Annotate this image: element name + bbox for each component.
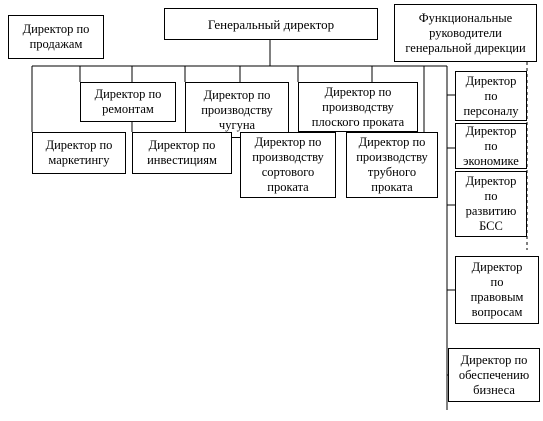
repairs-director-label: Директор по ремонтам	[94, 87, 162, 116]
investments-director-box: Директор по инвестициям	[132, 132, 232, 174]
business-support-director-box: Директор по обеспечению бизнеса	[448, 348, 540, 402]
cast-iron-director-box: Директор по производству чугуна	[185, 82, 289, 138]
economics-director-box: Директор по экономике	[455, 123, 527, 169]
legal-director-box: Директор по правовым вопросам	[455, 256, 539, 324]
sales-director-box: Директор по продажам	[8, 15, 104, 59]
general-director-label: Генеральный директор	[207, 16, 335, 32]
personnel-director-label: Директор по персоналу	[463, 73, 519, 118]
economics-director-label: Директор по экономике	[463, 123, 519, 168]
marketing-director-box: Директор по маркетингу	[32, 132, 126, 174]
section-steel-director-box: Директор по производству сортового прока…	[240, 132, 336, 198]
pipe-director-box: Директор по производству трубного прокат…	[346, 132, 438, 198]
cast-iron-director-label: Директор по производству чугуна	[201, 87, 273, 132]
repairs-director-box: Директор по ремонтам	[80, 82, 176, 122]
sales-director-label: Директор по продажам	[22, 22, 90, 51]
flat-steel-director-box: Директор по производству плоского прокат…	[298, 82, 418, 132]
personnel-director-box: Директор по персоналу	[455, 71, 527, 121]
flat-steel-director-label: Директор по производству плоского прокат…	[311, 84, 405, 129]
marketing-director-label: Директор по маркетингу	[45, 138, 113, 167]
general-director-box: Генеральный директор	[164, 8, 378, 40]
bss-director-label: Директор по развитию БСС	[465, 174, 517, 233]
functional-heads-box: Функциональные руководители генеральной …	[394, 4, 537, 62]
business-support-director-label: Директор по обеспечению бизнеса	[458, 352, 530, 397]
section-steel-director-label: Директор по производству сортового прока…	[252, 135, 324, 194]
legal-director-label: Директор по правовым вопросам	[470, 260, 524, 319]
functional-heads-label: Функциональные руководители генеральной …	[405, 10, 526, 55]
bss-director-box: Директор по развитию БСС	[455, 171, 527, 237]
pipe-director-label: Директор по производству трубного прокат…	[356, 135, 428, 194]
investments-director-label: Директор по инвестициям	[147, 138, 217, 167]
